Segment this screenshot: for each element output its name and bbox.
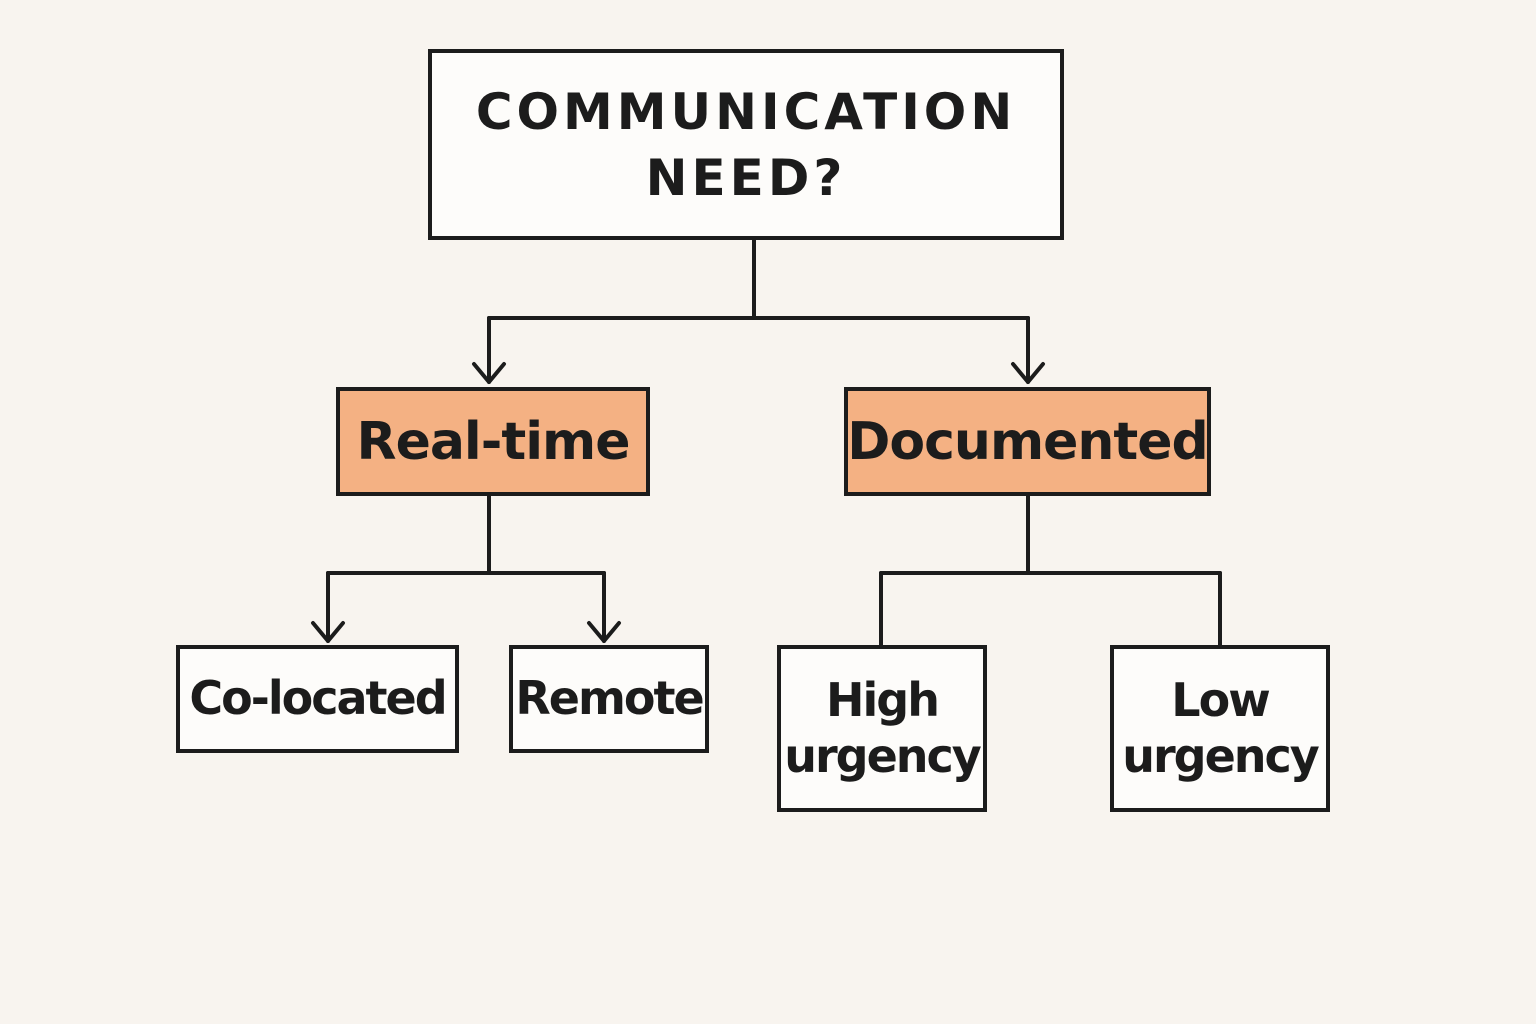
- low-urgency-node: Low urgency: [1110, 645, 1330, 812]
- low-urgency-label-line1: Low: [1171, 673, 1270, 728]
- arrowhead-remote-icon: [587, 621, 621, 643]
- remote-label: Remote: [515, 671, 704, 726]
- documented-label: Documented: [847, 411, 1209, 472]
- arrowhead-colocated-icon: [311, 621, 345, 643]
- realtime-label: Real-time: [356, 411, 631, 472]
- root-label-line2: NEED?: [645, 148, 847, 207]
- high-urgency-label-line2: urgency: [784, 728, 982, 783]
- low-urgency-label-line2: urgency: [1122, 728, 1320, 783]
- root-node: COMMUNICATION NEED?: [428, 49, 1064, 240]
- arrowhead-documented-icon: [1011, 362, 1045, 384]
- high-urgency-label-line1: High: [826, 673, 940, 728]
- arrowhead-realtime-icon: [472, 362, 506, 384]
- root-label-line1: COMMUNICATION: [475, 82, 1017, 141]
- documented-node: Documented: [844, 387, 1211, 496]
- high-urgency-node: High urgency: [777, 645, 987, 812]
- realtime-node: Real-time: [336, 387, 650, 496]
- remote-node: Remote: [509, 645, 709, 753]
- colocated-node: Co-located: [176, 645, 459, 753]
- colocated-label: Co-located: [189, 671, 447, 726]
